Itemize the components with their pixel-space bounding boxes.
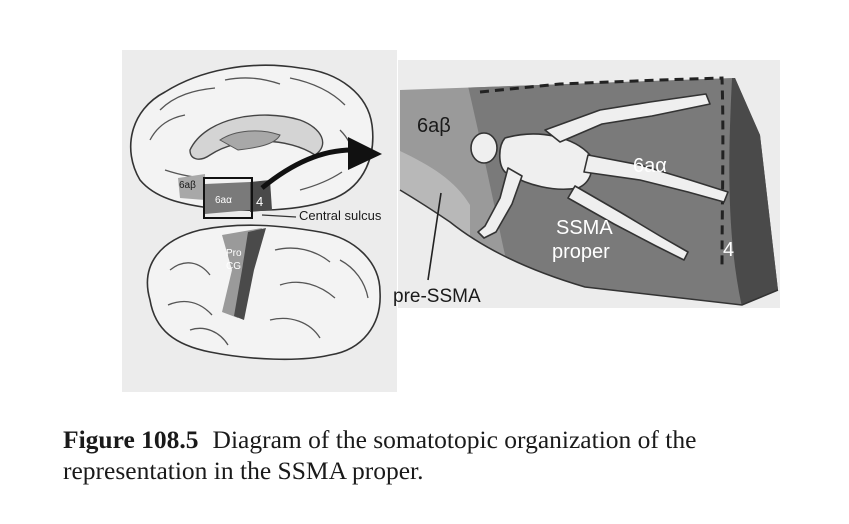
lateral-hemisphere-outline [147,225,380,359]
pre-ssma-label: pre-SSMA [393,286,481,307]
lateral-brain-view: Pro CG [147,225,380,359]
central-sulcus-label: Central sulcus [299,208,382,223]
pro-cg-label-line2: CG [226,261,241,272]
label-4-small: 4 [256,194,263,209]
ssma-proper-label-line2: proper [552,241,610,263]
pro-cg-label-line1: Pro [226,248,242,259]
label-6ab-large: 6aβ [417,115,451,137]
diagram: 6aβ 6aα 4 Central sulcus Pro CG [0,0,849,420]
label-6aa-large: 6aα [633,155,667,177]
label-4-large: 4 [723,239,734,261]
label-6aa-small: 6aα [215,195,232,206]
label-6ab-small: 6aβ [179,180,196,191]
ssma-proper-label-line1: SSMA [556,217,613,239]
body-figure-head [471,133,497,163]
figure-label: Figure 108.5 [63,425,199,454]
